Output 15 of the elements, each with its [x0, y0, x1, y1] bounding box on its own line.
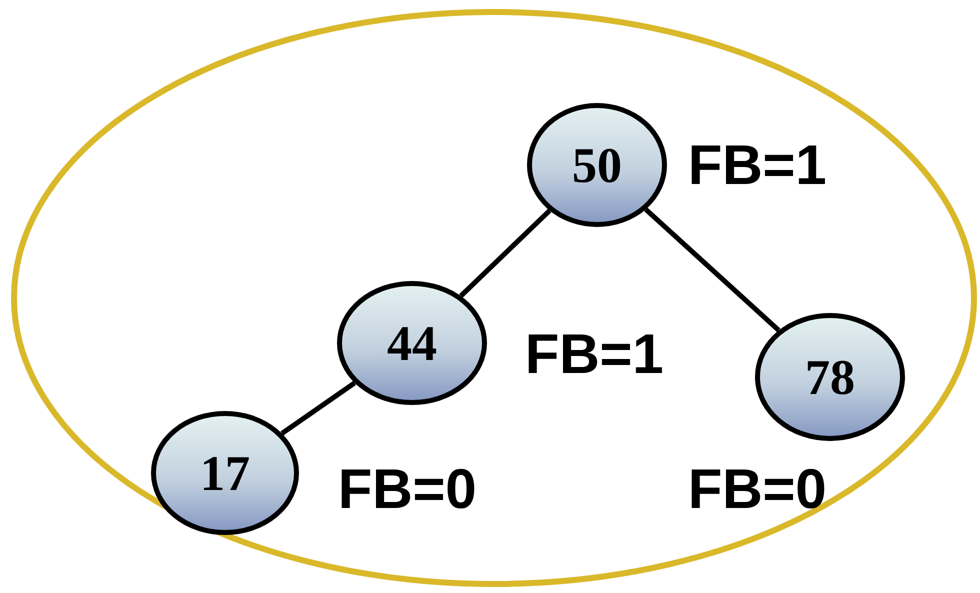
node-value: 78: [805, 348, 855, 406]
tree-edge: [459, 208, 552, 298]
tree-node: [151, 411, 299, 535]
node-value: 44: [387, 314, 437, 372]
tree-node: [527, 103, 667, 227]
balance-factor-label: FB=1: [525, 326, 664, 382]
node-value: 17: [200, 444, 250, 502]
balance-factor-label: FB=0: [688, 461, 826, 517]
tree-edge: [644, 208, 780, 332]
tree-edge: [280, 380, 356, 436]
balance-factor-label: FB=1: [688, 137, 826, 193]
tree-node: [337, 281, 487, 405]
tree-node: [755, 313, 905, 441]
balance-factor-label: FB=0: [338, 461, 476, 517]
node-value: 50: [572, 136, 622, 194]
